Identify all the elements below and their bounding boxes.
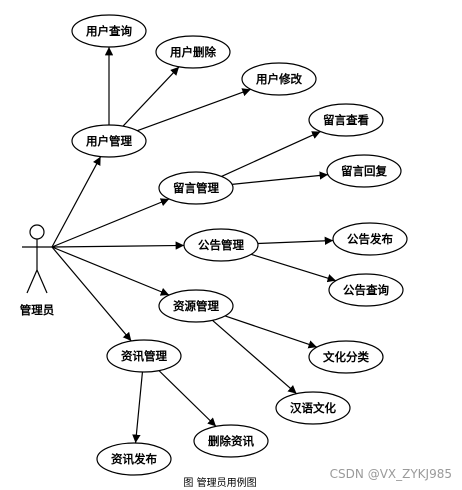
watermark: CSDN @VX_ZYKJ985 <box>330 467 452 481</box>
connection-msg-mgmt-to-msg-reply <box>231 171 329 185</box>
use-case-label: 用户删除 <box>169 45 216 59</box>
use-case-user-delete: 用户删除 <box>155 35 231 69</box>
connections <box>51 47 337 444</box>
connection-notice-mgmt-to-notice-publish <box>257 236 334 246</box>
use-case-news-delete: 删除资讯 <box>193 424 269 458</box>
use-case-ellipse <box>332 222 408 256</box>
use-case-label: 资源管理 <box>173 299 219 313</box>
connection-msg-mgmt-to-msg-view <box>221 131 321 177</box>
use-case-ellipse <box>308 340 384 374</box>
connection-user-mgmt-to-user-modify <box>137 88 251 132</box>
actor: 管理员 <box>20 224 55 317</box>
use-case-label: 用户修改 <box>255 72 302 86</box>
use-case-label: 汉语文化 <box>290 401 336 415</box>
connection-resource-mgmt-to-culture-category <box>224 315 318 349</box>
use-case-label: 公告查询 <box>343 283 389 297</box>
actor-left-leg <box>26 269 38 294</box>
actor-label: 管理员 <box>20 303 55 317</box>
connection-notice-mgmt-to-notice-query <box>250 253 337 283</box>
connection-actor-to-resource-mgmt <box>51 246 170 296</box>
use-case-ellipse <box>71 124 147 158</box>
use-case-msg-mgmt: 留言管理 <box>158 171 234 205</box>
use-case-notice-mgmt: 公告管理 <box>183 228 259 262</box>
use-case-notice-publish: 公告发布 <box>332 222 408 256</box>
use-case-ellipse <box>183 228 259 262</box>
use-case-msg-view: 留言查看 <box>308 103 384 137</box>
diagram-caption: 图 管理员用例图 <box>183 476 256 489</box>
connection-news-mgmt-to-news-publish <box>132 371 144 444</box>
use-case-ellipse <box>158 171 234 205</box>
actor-right-leg <box>36 269 48 294</box>
use-case-resource-mgmt: 资源管理 <box>158 289 234 323</box>
use-case-ellipse <box>326 154 402 188</box>
use-case-notice-query: 公告查询 <box>328 273 404 307</box>
use-case-label: 留言回复 <box>341 164 387 178</box>
use-case-news-mgmt: 资讯管理 <box>106 339 182 373</box>
use-case-ellipse <box>308 103 384 137</box>
use-case-label: 留言管理 <box>173 181 219 195</box>
use-case-label: 留言查看 <box>323 113 369 127</box>
use-case-ellipse <box>96 442 172 476</box>
use-case-ellipse <box>158 289 234 323</box>
use-case-ellipse <box>275 391 351 425</box>
use-case-label: 资讯管理 <box>121 349 167 363</box>
use-case-label: 公告发布 <box>347 232 393 246</box>
use-case-ellipse <box>71 14 147 48</box>
use-case-label: 用户查询 <box>85 24 132 38</box>
use-case-ellipse <box>155 35 231 69</box>
use-case-user-mgmt: 用户管理 <box>71 124 147 158</box>
use-case-ellipse <box>106 339 182 373</box>
use-case-culture-category: 文化分类 <box>308 340 384 374</box>
use-case-user-modify: 用户修改 <box>241 62 317 96</box>
actor-head <box>29 224 45 240</box>
use-case-ellipse <box>193 424 269 458</box>
use-case-label: 删除资讯 <box>208 434 254 448</box>
use-case-chinese-culture: 汉语文化 <box>275 391 351 425</box>
connection-news-mgmt-to-news-delete <box>158 370 217 427</box>
use-case-msg-reply: 留言回复 <box>326 154 402 188</box>
use-case-ellipse <box>328 273 404 307</box>
connection-user-mgmt-to-user-delete <box>122 66 180 127</box>
use-case-ellipse <box>241 62 317 96</box>
connection-resource-mgmt-to-chinese-culture <box>212 319 297 395</box>
use-case-label: 用户管理 <box>85 134 132 148</box>
use-case-news-publish: 资讯发布 <box>96 442 172 476</box>
use-case-user-query: 用户查询 <box>71 14 147 48</box>
use-case-label: 资讯发布 <box>111 452 157 466</box>
connection-actor-to-user-mgmt <box>51 156 102 248</box>
connection-actor-to-news-mgmt <box>51 246 132 342</box>
use-case-label: 公告管理 <box>198 238 244 252</box>
use-case-label: 文化分类 <box>323 350 369 364</box>
connection-actor-to-notice-mgmt <box>51 241 185 250</box>
connection-actor-to-msg-mgmt <box>51 198 170 248</box>
